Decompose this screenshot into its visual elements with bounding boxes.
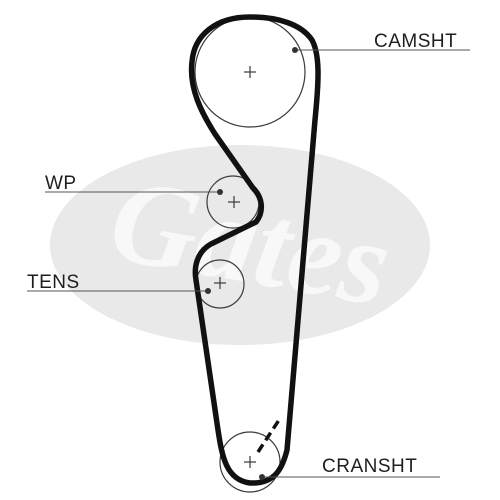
camshaft-leader-line [292,47,470,53]
gates-watermark-logo: Gates [50,145,430,345]
watermark-oval [50,145,430,345]
camshaft-label: CAMSHT [374,31,458,52]
tensioner-center-cross [214,277,226,289]
crankshaft-pulley [219,431,281,493]
water-pump-center-cross [228,196,240,208]
tensioner-label: TENS [27,272,80,293]
water-pump-leader-line [45,189,223,195]
crankshaft-leader-line [259,474,440,480]
tensioner-leader-line [27,288,211,294]
timing-belt [188,14,321,486]
crankshaft-center-cross [244,456,256,468]
crankshaft-timing-mark [256,419,281,453]
water-pump-label: WP [45,173,77,194]
camshaft-center-cross [244,66,256,78]
crankshaft-label: CRANSHT [322,456,418,477]
